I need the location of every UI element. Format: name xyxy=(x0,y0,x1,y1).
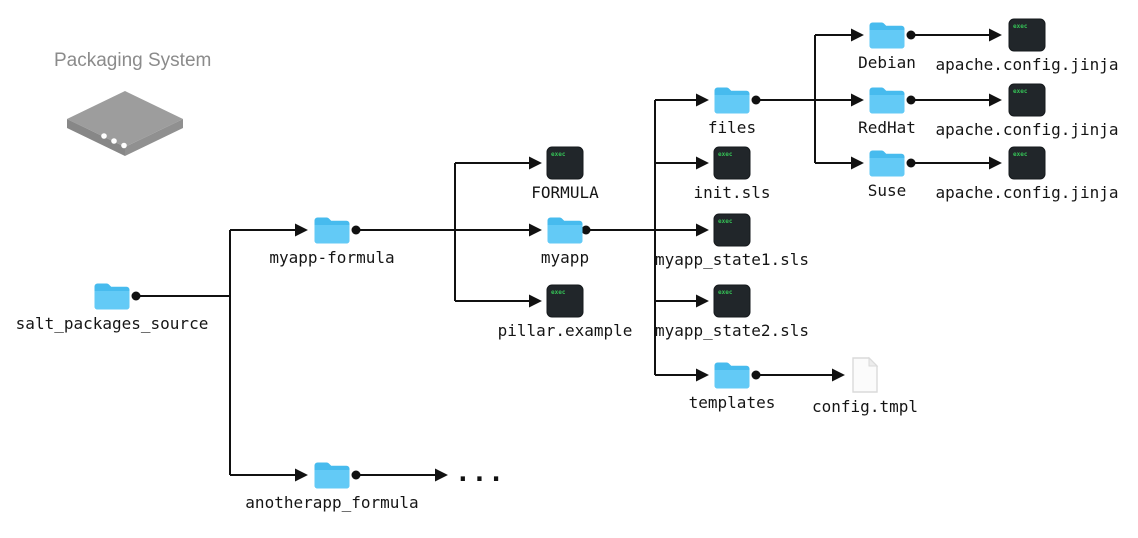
node-myapp-state1: exec myapp_state1.sls xyxy=(622,213,842,269)
ellipsis-more-content: ... xyxy=(455,458,505,488)
node-label: init.sls xyxy=(693,183,771,202)
node-label: pillar.example xyxy=(497,321,633,340)
node-label: apache.config.jinja xyxy=(935,183,1119,202)
server-icon xyxy=(64,88,186,162)
node-salt-packages-source: salt_packages_source xyxy=(2,281,222,333)
node-label: myapp_state2.sls xyxy=(654,321,810,340)
node-label: apache.config.jinja xyxy=(935,55,1119,74)
svg-text:exec: exec xyxy=(551,151,566,158)
executable-file-icon: exec xyxy=(713,146,751,180)
node-label: Suse xyxy=(867,181,907,200)
node-pillar-example: exec pillar.example xyxy=(455,284,675,340)
node-label: FORMULA xyxy=(531,183,599,202)
svg-text:exec: exec xyxy=(1013,151,1028,158)
node-label: config.tmpl xyxy=(812,397,918,416)
svg-text:exec: exec xyxy=(718,289,733,296)
node-label: templates xyxy=(688,393,776,412)
node-label: anotherapp_formula xyxy=(245,493,419,512)
executable-file-icon: exec xyxy=(1008,83,1046,117)
diagram-title: Packaging System xyxy=(54,50,212,71)
document-file-icon xyxy=(850,356,880,394)
node-redhat: RedHat xyxy=(777,85,997,137)
folder-icon xyxy=(868,148,906,178)
node-label: RedHat xyxy=(858,118,916,137)
node-anotherapp-formula: anotherapp_formula xyxy=(222,460,442,512)
folder-icon xyxy=(313,460,351,490)
node-config-tmpl: config.tmpl xyxy=(755,356,975,416)
executable-file-icon: exec xyxy=(713,213,751,247)
node-apache-config-jinja-suse: exec apache.config.jinja xyxy=(917,146,1137,202)
node-label: apache.config.jinja xyxy=(935,120,1119,139)
folder-icon xyxy=(868,85,906,115)
folder-icon xyxy=(313,215,351,245)
svg-text:exec: exec xyxy=(718,151,733,158)
node-suse: Suse xyxy=(777,148,997,200)
node-label: myapp xyxy=(540,248,590,267)
folder-icon xyxy=(868,20,906,50)
executable-file-icon: exec xyxy=(713,284,751,318)
folder-icon xyxy=(713,85,751,115)
node-label: myapp-formula xyxy=(269,248,395,267)
node-files: files xyxy=(622,85,842,137)
node-templates: templates xyxy=(622,360,842,412)
svg-text:exec: exec xyxy=(1013,23,1028,30)
svg-text:exec: exec xyxy=(551,289,566,296)
folder-icon xyxy=(93,281,131,311)
node-init-sls: exec init.sls xyxy=(622,146,842,202)
executable-file-icon: exec xyxy=(546,284,584,318)
svg-text:exec: exec xyxy=(1013,88,1028,95)
node-myapp-formula: myapp-formula xyxy=(222,215,442,267)
folder-icon xyxy=(546,215,584,245)
node-apache-config-jinja-redhat: exec apache.config.jinja xyxy=(917,83,1137,139)
node-label: Debian xyxy=(858,53,916,72)
node-label: files xyxy=(707,118,757,137)
executable-file-icon: exec xyxy=(546,146,584,180)
executable-file-icon: exec xyxy=(1008,146,1046,180)
svg-text:exec: exec xyxy=(718,218,733,225)
node-myapp-state2: exec myapp_state2.sls xyxy=(622,284,842,340)
node-debian: Debian xyxy=(777,20,997,72)
folder-icon xyxy=(713,360,751,390)
node-formula: exec FORMULA xyxy=(455,146,675,202)
node-myapp: myapp xyxy=(455,215,675,267)
node-label: salt_packages_source xyxy=(15,314,209,333)
executable-file-icon: exec xyxy=(1008,18,1046,52)
node-label: myapp_state1.sls xyxy=(654,250,810,269)
node-apache-config-jinja-debian: exec apache.config.jinja xyxy=(917,18,1137,74)
